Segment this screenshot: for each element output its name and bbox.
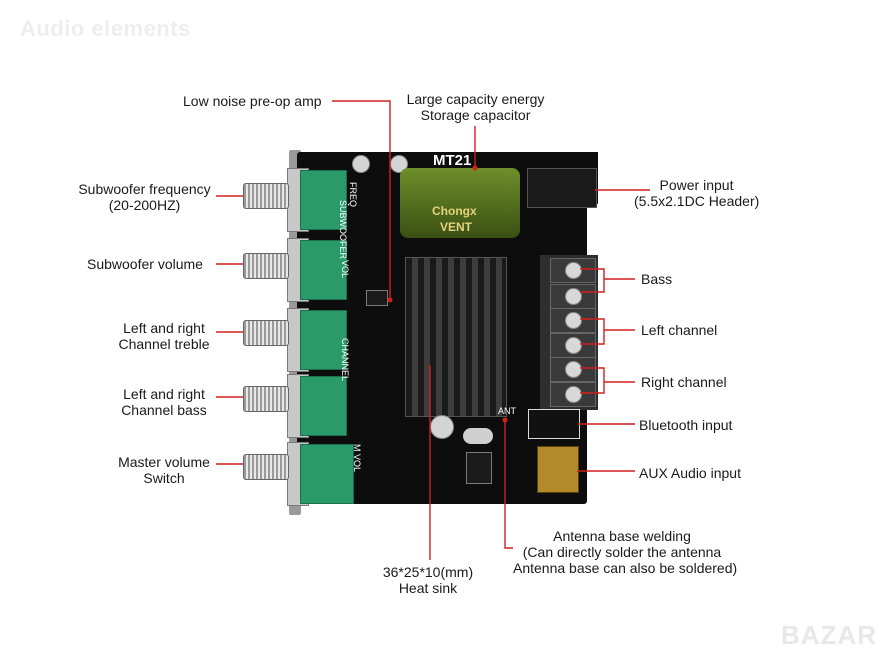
capacitor-brand: Chongx <box>432 204 477 218</box>
label-power-input: Power input (5.5x2.1DC Header) <box>634 177 759 209</box>
power-jack[interactable] <box>527 168 597 208</box>
label-subwoofer-volume: Subwoofer volume <box>87 256 203 272</box>
label-subwoofer-frequency: Subwoofer frequency (20-200HZ) <box>72 181 217 213</box>
watermark-text: Audio elements <box>20 16 191 41</box>
screw-icon <box>565 262 582 279</box>
label-line: Switch <box>143 470 185 486</box>
label-line: Large capacity energy <box>406 91 545 107</box>
screw-icon <box>565 386 582 403</box>
terminal-bass-1[interactable] <box>550 258 596 283</box>
silk-ant: ANT <box>498 406 516 416</box>
label-left-channel: Left channel <box>641 322 718 338</box>
board-model-label: MT21 <box>433 152 472 169</box>
label-line: Channel bass <box>121 402 207 418</box>
pre-op-amp-chip <box>366 290 388 306</box>
screw-icon <box>565 288 582 305</box>
terminal-right-2[interactable] <box>550 382 596 407</box>
capacitor-vent: VENT <box>440 220 473 234</box>
label-line: Heat sink <box>398 580 458 596</box>
label-line: (20-200HZ) <box>108 197 181 213</box>
leader-dot <box>387 297 393 303</box>
crystal <box>463 428 493 444</box>
pot-subwoofer-volume <box>300 240 347 300</box>
label-heat-sink: 36*25*10(mm) Heat sink <box>376 564 480 596</box>
label-master-volume: Master volume Switch <box>112 454 216 486</box>
terminal-left-1[interactable] <box>550 308 596 333</box>
label-line: Storage capacitor <box>420 107 531 123</box>
label-treble: Left and right Channel treble <box>112 320 216 352</box>
heat-sink <box>405 257 507 417</box>
leader-line-antenna <box>504 420 513 549</box>
leader-line-bass-bracket <box>580 268 605 293</box>
leader-dot <box>472 165 478 171</box>
label-line: Master volume <box>118 454 210 470</box>
label-line: Channel treble <box>118 336 210 352</box>
watermark-logo: BAZAR <box>781 620 877 650</box>
knob-treble[interactable] <box>243 320 289 346</box>
label-antenna: Antenna base welding (Can directly solde… <box>513 528 738 576</box>
bluetooth-module <box>528 409 580 439</box>
label-large-capacitor: Large capacity energy Storage capacitor <box>398 91 553 123</box>
pot-bass <box>300 376 347 436</box>
label-line: 36*25*10(mm) <box>382 564 474 580</box>
knob-master-volume[interactable] <box>243 454 289 480</box>
aux-jack[interactable] <box>537 446 579 493</box>
terminal-right-1[interactable] <box>550 357 596 382</box>
label-low-noise: Low noise pre-op amp <box>183 93 322 109</box>
label-aux-input: AUX Audio input <box>639 465 741 481</box>
label-line: Left and right <box>123 320 205 336</box>
knob-bass[interactable] <box>243 386 289 412</box>
label-bass-control: Left and right Channel bass <box>112 386 216 418</box>
terminal-bass-2[interactable] <box>550 284 596 309</box>
pot-subwoofer-frequency <box>300 170 347 230</box>
knob-subwoofer-volume[interactable] <box>243 253 289 279</box>
capacitor-330 <box>430 415 454 439</box>
leader-dot <box>502 417 508 423</box>
label-line: Antenna base can also be soldered) <box>513 560 738 576</box>
knob-subwoofer-frequency[interactable] <box>243 183 289 209</box>
pot-master-volume <box>300 444 354 504</box>
label-line: Power input <box>659 177 734 193</box>
label-line: Left and right <box>123 386 205 402</box>
terminal-left-2[interactable] <box>550 333 596 358</box>
label-line: Subwoofer frequency <box>78 181 211 197</box>
label-line: (5.5x2.1DC Header) <box>634 193 760 209</box>
label-bluetooth-input: Bluetooth input <box>639 417 733 433</box>
label-right-channel: Right channel <box>641 374 727 390</box>
leader-line-right-bracket <box>580 367 605 394</box>
label-bass: Bass <box>641 271 673 287</box>
screw-icon <box>565 312 582 329</box>
energy-storage-capacitor <box>400 168 520 238</box>
screw-icon <box>565 337 582 354</box>
chip <box>466 452 492 484</box>
leader-line-low-noise <box>332 100 391 300</box>
screw-icon <box>565 361 582 378</box>
small-capacitor <box>352 155 370 173</box>
pot-treble <box>300 310 347 370</box>
label-line: Antenna base welding <box>553 528 691 544</box>
leader-line-left-bracket <box>580 318 605 345</box>
label-line: (Can directly solder the antenna <box>522 544 722 560</box>
